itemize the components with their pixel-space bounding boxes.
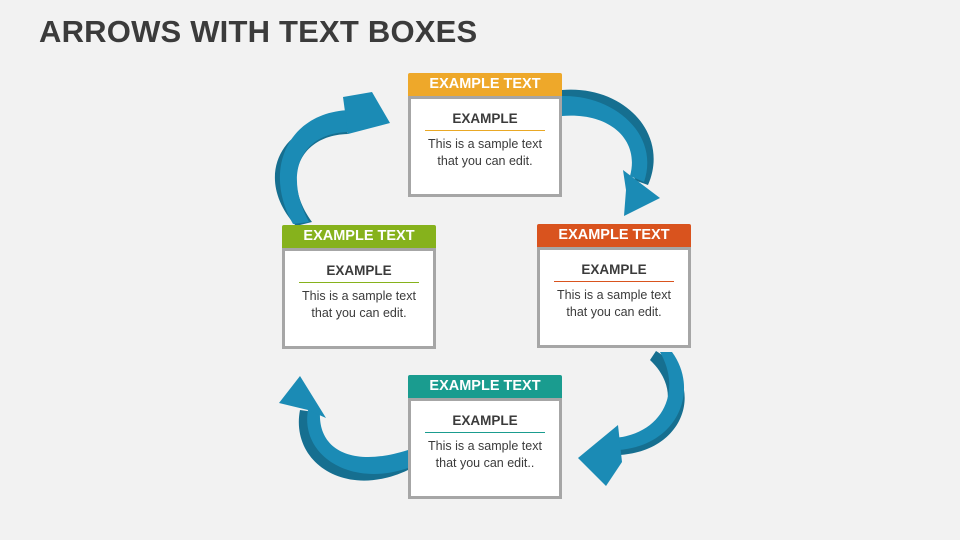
arrow-left-to-top [274, 92, 390, 226]
arrow-right-to-bottom [578, 351, 685, 486]
card-left: EXAMPLE TEXT EXAMPLE This is a sample te… [282, 225, 436, 349]
arrow-top-to-right [562, 89, 660, 216]
card-bottom-header: EXAMPLE TEXT [408, 375, 562, 398]
card-right-header: EXAMPLE TEXT [537, 224, 691, 247]
card-bottom-desc-line1: This is a sample text [428, 439, 542, 453]
card-left-description: This is a sample text that you can edit. [285, 288, 433, 322]
card-top-header: EXAMPLE TEXT [408, 73, 562, 96]
card-right-body: EXAMPLE This is a sample text that you c… [537, 247, 691, 348]
card-top-description: This is a sample text that you can edit. [411, 136, 559, 170]
card-top-subhead: EXAMPLE [425, 111, 545, 131]
card-right: EXAMPLE TEXT EXAMPLE This is a sample te… [537, 224, 691, 348]
card-bottom-desc-line2: that you can edit.. [435, 456, 535, 470]
card-top-body: EXAMPLE This is a sample text that you c… [408, 96, 562, 197]
card-bottom: EXAMPLE TEXT EXAMPLE This is a sample te… [408, 375, 562, 499]
card-top-desc-line2: that you can edit. [437, 154, 533, 168]
card-right-subhead: EXAMPLE [554, 262, 674, 282]
card-top: EXAMPLE TEXT EXAMPLE This is a sample te… [408, 73, 562, 197]
card-bottom-body: EXAMPLE This is a sample text that you c… [408, 398, 562, 499]
card-right-desc-line2: that you can edit. [566, 305, 662, 319]
slide-title: ARROWS WITH TEXT BOXES [39, 14, 478, 49]
card-left-header: EXAMPLE TEXT [282, 225, 436, 248]
arrow-bottom-to-left [279, 376, 408, 481]
card-left-desc-line2: that you can edit. [311, 306, 407, 320]
card-right-description: This is a sample text that you can edit. [540, 287, 688, 321]
card-right-desc-line1: This is a sample text [557, 288, 671, 302]
card-top-desc-line1: This is a sample text [428, 137, 542, 151]
card-bottom-subhead: EXAMPLE [425, 413, 545, 433]
card-left-desc-line1: This is a sample text [302, 289, 416, 303]
card-left-body: EXAMPLE This is a sample text that you c… [282, 248, 436, 349]
card-bottom-description: This is a sample text that you can edit.… [411, 438, 559, 472]
card-left-subhead: EXAMPLE [299, 263, 419, 283]
